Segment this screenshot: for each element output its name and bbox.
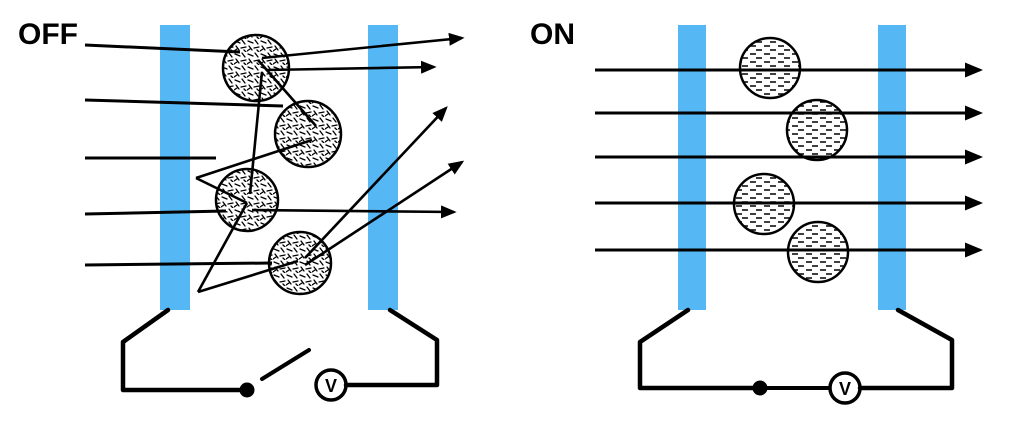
switch-contact-dot-off — [239, 382, 255, 398]
switch-lever-open — [260, 348, 311, 381]
scattered-ray-out — [304, 160, 465, 267]
scattered-path — [196, 202, 249, 293]
lc-droplet-scattered — [273, 99, 343, 169]
light-ray-in — [84, 261, 273, 267]
electrode-left-off — [160, 25, 190, 310]
lc-droplet-aligned — [738, 36, 802, 100]
circuit-wire-right-on — [857, 307, 955, 391]
scattered-ray-out — [251, 205, 457, 219]
circuit-wire-left-on — [637, 307, 756, 391]
scattered-path — [248, 71, 264, 195]
electrode-right-on — [878, 25, 906, 310]
circuit-wire-left-off — [120, 307, 243, 393]
voltmeter-label-off: V — [325, 376, 337, 396]
panel-off — [84, 32, 465, 296]
switch-contact-dot-on — [752, 380, 768, 396]
lc-droplet-scattered — [214, 167, 280, 233]
lc-droplet-scattered — [221, 33, 291, 103]
scattered-ray-out — [265, 60, 437, 74]
on-state-label: ON — [530, 18, 575, 51]
scattered-ray-out — [261, 32, 465, 60]
scattered-ray-out — [304, 106, 448, 259]
lc-droplet-aligned — [785, 98, 849, 162]
electrode-left-on — [678, 25, 706, 310]
scattered-path — [195, 176, 248, 205]
panel-on — [595, 36, 983, 284]
electrode-right-off — [368, 25, 398, 310]
light-ray-in — [84, 98, 284, 108]
off-state-label: OFF — [18, 18, 78, 51]
light-ray-in — [84, 209, 227, 216]
light-ray-in — [84, 43, 241, 54]
circuit-wire-right-off — [343, 307, 440, 388]
voltmeter-label-on: V — [839, 379, 851, 399]
lc-droplet-aligned — [786, 220, 850, 284]
scattered-path — [197, 259, 299, 294]
